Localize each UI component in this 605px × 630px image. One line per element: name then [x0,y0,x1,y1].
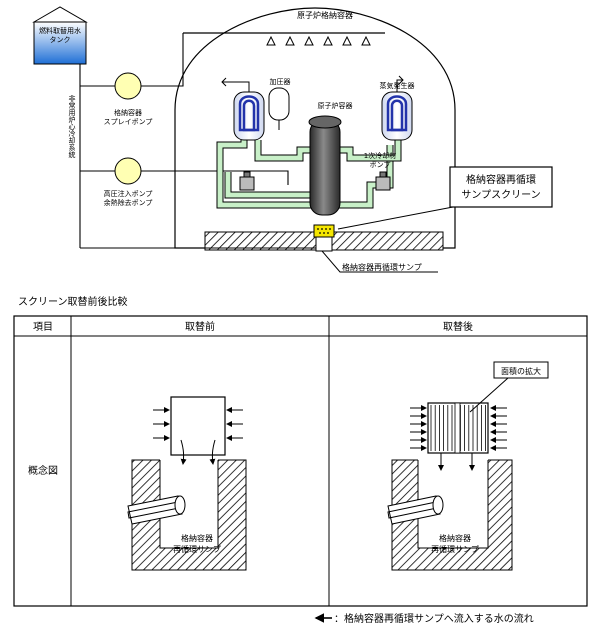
containment-vessel [174,7,456,249]
spray-pump-label-line1: 格納容器 [114,108,142,117]
system-diagram: 原子炉格納容器 燃料取替用水 タンク [32,6,553,273]
header-item: 項目 [33,321,53,333]
area-callout: 面積の拡大 [501,366,541,376]
steam-generator-label: 蒸気発生器 [380,81,415,90]
pressurizer: 加圧器 [268,77,291,130]
steam-generator-right: 蒸気発生器 [380,75,415,141]
rcp-label-line1: 1次冷却材 [364,151,396,160]
after-sump-label-line1: 格納容器 [439,533,471,543]
eccs-label: 非常用炉心冷却系統 [68,94,76,159]
before-screen [170,396,226,456]
before-pipe [127,495,186,525]
sump-screen-dots [317,228,331,234]
hp-pump-label-line2: 余熱除去ポンプ [104,198,153,207]
refueling-water-tank: 燃料取替用水 タンク [32,6,88,65]
comparison-table [13,315,588,607]
area-callout-box [493,361,549,379]
after-sump-label-line2: 再循環サンプ [431,544,479,554]
tank-label-line2: タンク [50,35,71,44]
screen-callout-line2: サンプスクリーン [461,189,540,201]
eccs-piping [79,33,323,249]
recirc-sump [315,236,333,252]
sump-screen [313,224,335,238]
containment-label: 原子炉格納容器 [297,10,353,20]
sump-label: 格納容器再循環サンプ [342,262,422,272]
screen-callout-box [449,166,553,208]
spray-pump-label-line2: スプレイポンプ [104,118,153,126]
pressurizer-label: 加圧器 [270,77,291,86]
before-sump-label-line1: 格納容器 [181,533,213,543]
hp-injection-pump [114,157,142,185]
reactor-vessel: 原子炉容器 [308,101,353,216]
rcp-label-line2: ポンプ [370,161,391,169]
screen-callout-line1: 格納容器再循環 [466,173,536,186]
after-diagram: 面積の拡大 格納容器 再循環サンプ [387,361,549,571]
before-sump-label-line2: 再循環サンプ [173,544,221,554]
spray-header [183,32,385,46]
legend: ：格納容器再循環サンプへ流入する水の流れ [314,612,534,625]
before-diagram: 格納容器 再循環サンプ [127,396,247,571]
after-flow-arrows [410,405,507,471]
header-after: 取替後 [443,320,473,333]
rcp-right [375,171,391,191]
comparison-title: スクリーン取替前後比較 [18,295,128,308]
header-before: 取替前 [185,320,215,333]
rcp-left [239,171,255,191]
row-label: 概念図 [28,464,58,477]
tank-label-line1: 燃料取替用水 [39,26,81,35]
spray-pump [114,72,142,100]
hp-pump-label-line1: 高圧注入ポンプ [104,189,153,198]
legend-text: ：格納容器再循環サンプへ流入する水の流れ [334,612,534,625]
after-screen [427,402,489,454]
steam-generator-left [221,77,265,141]
after-pipe [387,495,444,525]
reactor-vessel-label: 原子炉容器 [318,101,353,110]
before-flow-arrows [153,407,243,465]
